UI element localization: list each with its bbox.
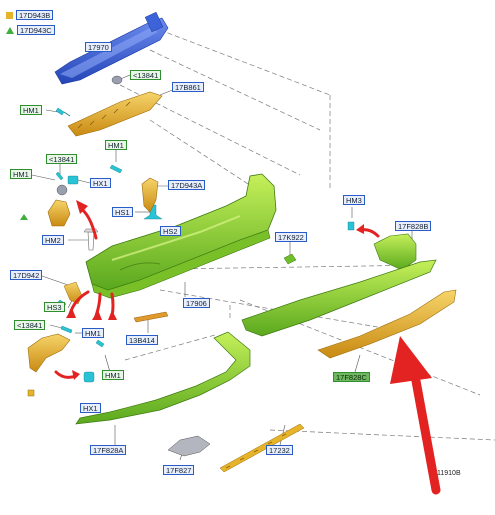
callout-17f828a[interactable]: 17F828A [90, 445, 127, 455]
callout-hm1[interactable]: HM1 [105, 140, 127, 150]
clip-hm3 [347, 221, 355, 231]
clip-hm1-top [55, 107, 71, 117]
callout-17f828b[interactable]: 17F828B [395, 221, 432, 231]
callout-17k922[interactable]: 17K922 [275, 232, 307, 242]
callout-17f827[interactable]: 17F827 [163, 465, 195, 475]
bracket-17k922 [283, 253, 297, 265]
legend-item-17d943c: 17D943C [6, 25, 55, 35]
callout-17f828c[interactable]: 17F828C [333, 372, 370, 382]
legend-item-17d943b: 17D943B [6, 10, 54, 20]
callout-17b861[interactable]: 17B861 [172, 82, 204, 92]
trim-strip [219, 423, 305, 473]
callout-13b414[interactable]: 13B414 [126, 335, 158, 345]
callout-hm1[interactable]: HM1 [20, 105, 42, 115]
green-triangle-marker [20, 214, 28, 220]
bumper-cover [85, 173, 277, 299]
callout-17906[interactable]: 17906 [183, 298, 210, 308]
callout-17d942[interactable]: 17D942 [10, 270, 43, 280]
energy-absorber [67, 91, 163, 137]
callout-hm1[interactable]: HM1 [82, 328, 104, 338]
left-lower-bracket [27, 281, 105, 397]
legend-code: 17D943B [16, 10, 54, 20]
callout-hm3[interactable]: HM3 [343, 195, 365, 205]
reflector-13b414 [133, 311, 169, 323]
trim-strip-marks [225, 433, 287, 469]
callout-hs1[interactable]: HS1 [112, 207, 133, 217]
callout-13841[interactable]: <13841 [46, 154, 78, 164]
callout-hs3[interactable]: HS3 [44, 302, 65, 312]
callout-hm1[interactable]: HM1 [10, 169, 32, 179]
callout-hx1[interactable]: HX1 [80, 403, 101, 413]
callout-hm2[interactable]: HM2 [42, 235, 64, 245]
callout-hm1[interactable]: HM1 [102, 370, 124, 380]
drawing-reference: 11910B [437, 470, 461, 477]
big-red-arrow [390, 336, 441, 495]
callout-hx1[interactable]: HX1 [90, 178, 111, 188]
green-triangle-icon [6, 26, 14, 34]
yellow-square-icon [6, 11, 13, 19]
callout-17d943a[interactable]: 17D943A [168, 180, 206, 190]
callout-hs2[interactable]: HS2 [160, 226, 181, 236]
left-bracket [47, 171, 79, 227]
bracket-17d943a [141, 177, 159, 213]
callout-13841[interactable]: <13841 [14, 320, 46, 330]
callout-13841[interactable]: <13841 [130, 70, 162, 80]
lower-panel-long [241, 259, 437, 337]
nut-13841-top [111, 75, 123, 85]
diffuser-right-upper [373, 233, 417, 271]
callout-17232[interactable]: 17232 [266, 445, 293, 455]
lower-panel-left [75, 331, 251, 425]
diffuser-grey [167, 435, 211, 457]
diffuser-yellow [317, 289, 457, 359]
red-arrow-heads [66, 200, 364, 380]
callout-17970[interactable]: 17970 [85, 42, 112, 52]
legend-code: 17D943C [17, 25, 55, 35]
